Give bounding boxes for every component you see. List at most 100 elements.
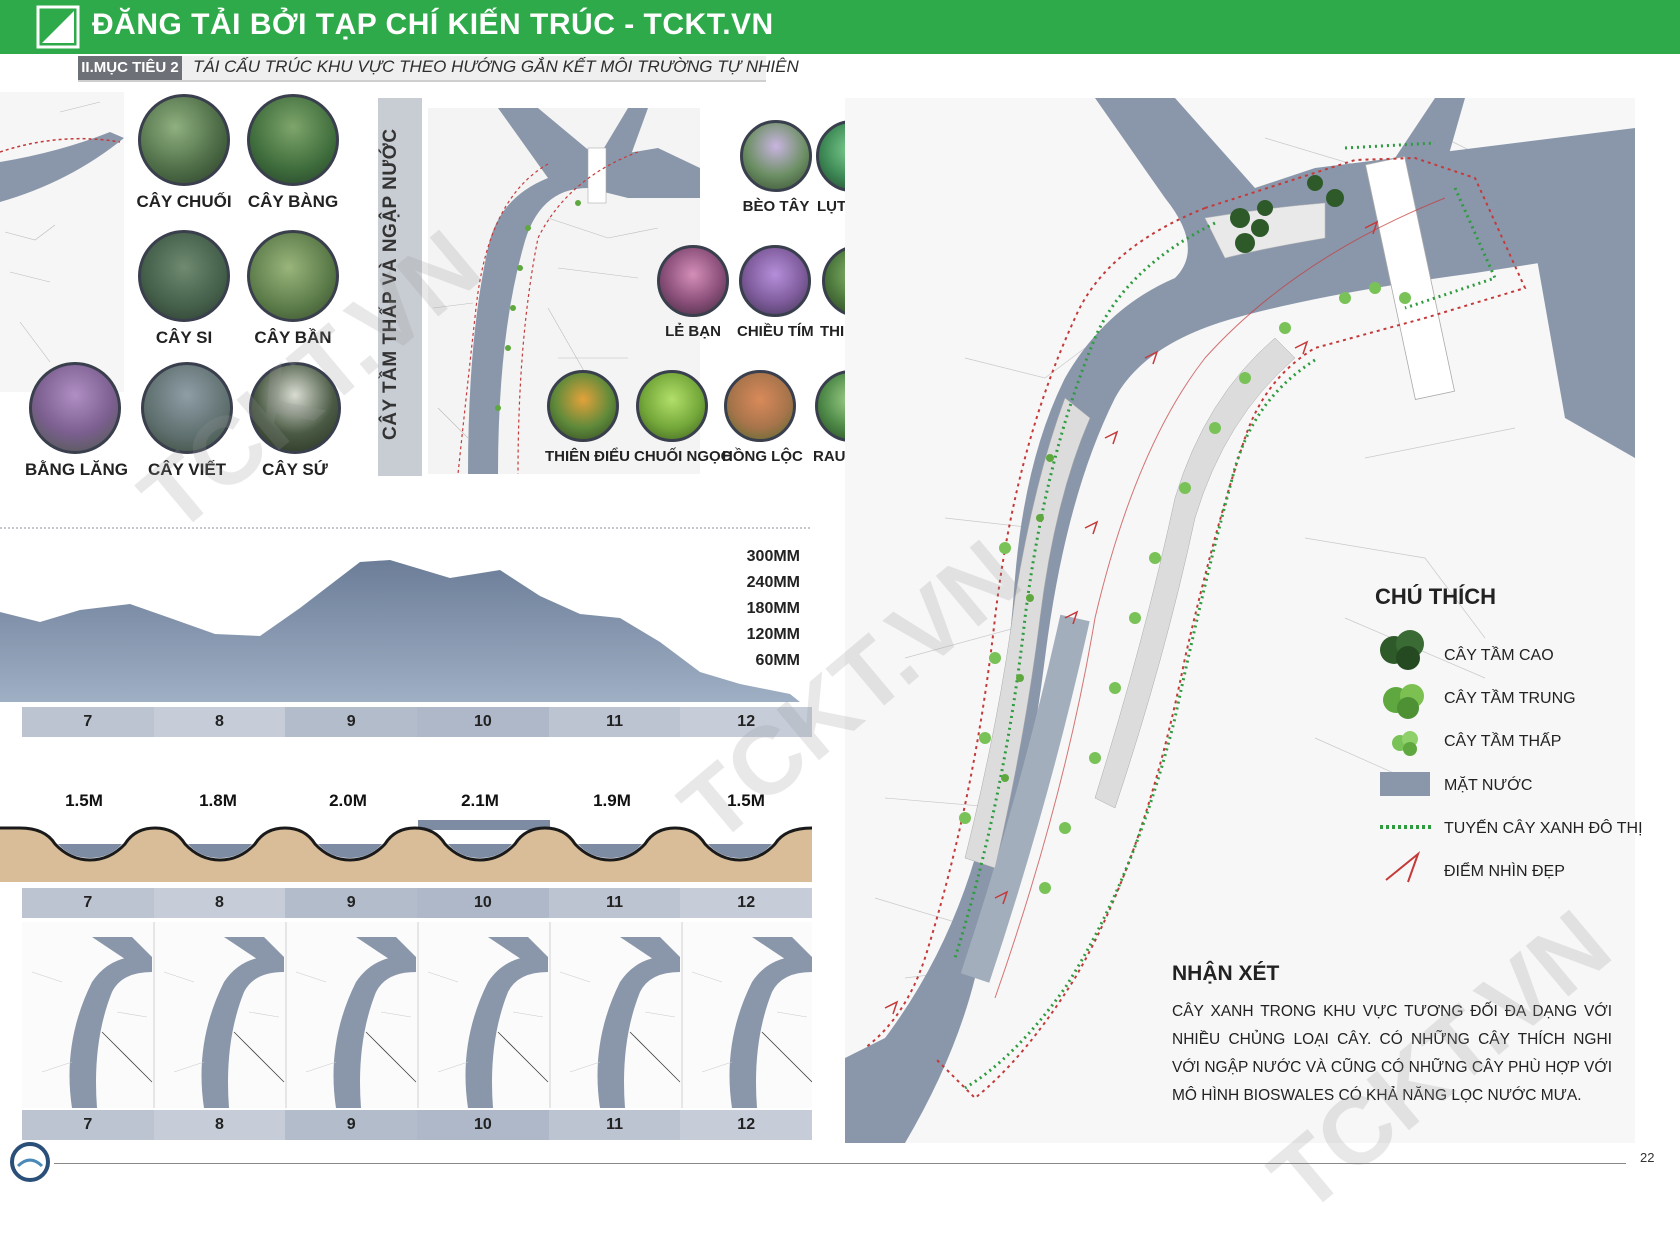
rainfall-scale-label: 120MM bbox=[746, 626, 800, 643]
remarks-body: CÂY XANH TRONG KHU VỰC TƯƠNG ĐỐI ĐA DẠNG… bbox=[1172, 1003, 1612, 1104]
low-plants-banner bbox=[378, 98, 422, 476]
plant-label: BẰNG LĂNG bbox=[25, 460, 128, 479]
rainfall-scale-label: 180MM bbox=[746, 600, 800, 617]
legend-label: ĐIỂM NHÌN ĐẸP bbox=[1444, 863, 1565, 880]
water-level-section bbox=[0, 820, 812, 882]
month-bar: 7 8 9 10 11 12 bbox=[22, 888, 813, 918]
month-label: 7 bbox=[22, 1110, 154, 1140]
plant-label: CÂY SI bbox=[155, 328, 213, 347]
monthly-flood-maps bbox=[22, 922, 812, 1108]
water-swatch bbox=[1380, 772, 1430, 796]
month-label: 10 bbox=[417, 1110, 549, 1140]
legend-label: TUYẾN CÂY XANH ĐÔ THỊ bbox=[1444, 820, 1643, 837]
plant-card: CÂY SỨ bbox=[245, 362, 345, 480]
legend-title: CHÚ THÍCH bbox=[1375, 584, 1496, 609]
plant-card: CÂY BÀNG bbox=[243, 94, 343, 212]
tall-tree-icon bbox=[1380, 630, 1424, 670]
rainfall-scale-label: 240MM bbox=[746, 574, 800, 591]
month-label: 7 bbox=[22, 888, 154, 918]
water-level-value: 2.0M bbox=[329, 791, 367, 810]
header-title: ĐĂNG TẢI BỞI TẠP CHÍ KIẾN TRÚC - TCKT.VN bbox=[92, 8, 774, 41]
month-label: 11 bbox=[548, 707, 681, 737]
legend-label: CÂY TẦM THẤP bbox=[1444, 733, 1562, 750]
plant-photo bbox=[141, 362, 233, 454]
month-label: 9 bbox=[285, 707, 418, 737]
section-tag: II.MỤC TIÊU 2 bbox=[78, 56, 182, 80]
month-label: 10 bbox=[417, 888, 549, 918]
green-dotted-line bbox=[1380, 825, 1432, 829]
plant-label: BÈO TÂY bbox=[742, 198, 810, 215]
footer-rule bbox=[54, 1163, 1626, 1164]
month-label: 12 bbox=[680, 1110, 813, 1140]
plant-label: LẺ BẠN bbox=[665, 323, 721, 340]
month-label: 11 bbox=[548, 1110, 681, 1140]
plant-photo bbox=[547, 370, 619, 442]
month-label: 12 bbox=[680, 888, 813, 918]
month-bar: 7 8 9 10 11 12 bbox=[22, 1110, 813, 1140]
plant-photo bbox=[247, 94, 339, 186]
plant-label: CÂY CHUỐI bbox=[136, 192, 232, 211]
rainfall-profile bbox=[0, 527, 812, 702]
plant-card: BÈO TÂY bbox=[738, 120, 814, 215]
plant-card: CÂY BẦN bbox=[243, 230, 343, 348]
plant-label: CÂY VIẾT bbox=[147, 460, 227, 479]
plant-photo bbox=[739, 245, 811, 317]
section-subheader: II.MỤC TIÊU 2 TÁI CẤU TRÚC KHU VỰC THEO … bbox=[78, 56, 799, 82]
plant-card: BẰNG LĂNG bbox=[25, 362, 128, 480]
logo-icon bbox=[36, 5, 80, 49]
plant-label: CÂY BẦN bbox=[254, 328, 332, 347]
plant-label: CHIỀU TÍM bbox=[737, 323, 814, 340]
month-label: 7 bbox=[22, 707, 154, 737]
footer-logo-icon bbox=[10, 1142, 50, 1182]
river-map-large bbox=[845, 98, 1635, 1143]
water-level-value: 1.9M bbox=[593, 791, 631, 810]
header-bar: ĐĂNG TẢI BỞI TẠP CHÍ KIẾN TRÚC - TCKT.VN bbox=[0, 0, 1680, 54]
plant-card: CHUỐI NGỌC bbox=[634, 370, 732, 465]
month-label: 12 bbox=[680, 707, 813, 737]
legend-label: CÂY TẦM TRUNG bbox=[1444, 690, 1576, 707]
month-label: 8 bbox=[153, 707, 286, 737]
viewpoint-icon bbox=[1385, 850, 1421, 883]
month-label: 8 bbox=[153, 888, 286, 918]
medium-tree-icon bbox=[1383, 684, 1424, 719]
remarks-title: NHẬN XÉT bbox=[1172, 962, 1280, 985]
water-level-value: 1.8M bbox=[199, 791, 237, 810]
legend-label: CÂY TẦM CAO bbox=[1444, 647, 1554, 664]
legend-label: MẶT NƯỚC bbox=[1444, 777, 1533, 794]
plant-card: CÂY SI bbox=[134, 230, 234, 348]
plant-label: HỒNG LỘC bbox=[722, 448, 803, 465]
plant-label: CHUỐI NGỌC bbox=[634, 448, 732, 465]
plant-photo bbox=[657, 245, 729, 317]
plant-card: LẺ BẠN bbox=[655, 245, 731, 340]
plant-photo bbox=[247, 230, 339, 322]
month-label: 9 bbox=[285, 1110, 418, 1140]
month-label: 8 bbox=[153, 1110, 286, 1140]
section-title: TÁI CẤU TRÚC KHU VỰC THEO HƯỚNG GẮN KẾT … bbox=[193, 57, 799, 76]
plant-photo bbox=[138, 94, 230, 186]
water-level-value: 1.5M bbox=[65, 791, 103, 810]
plant-photo bbox=[138, 230, 230, 322]
plant-card: CHIỀU TÍM bbox=[737, 245, 814, 340]
plant-photo bbox=[636, 370, 708, 442]
plant-card: HỒNG LỘC bbox=[722, 370, 803, 465]
low-tree-icon bbox=[1392, 731, 1418, 756]
plant-label: CÂY BÀNG bbox=[247, 192, 339, 211]
water-level-value: 1.5M bbox=[727, 791, 765, 810]
plant-label: THIÊN ĐIỂU bbox=[545, 448, 631, 465]
plant-card: CÂY VIẾT bbox=[137, 362, 237, 480]
plant-card: CÂY CHUỐI bbox=[134, 94, 234, 212]
rainfall-scale-label: 300MM bbox=[746, 548, 800, 565]
plant-photo bbox=[724, 370, 796, 442]
page-number: 22 bbox=[1640, 1150, 1655, 1165]
plant-photo bbox=[249, 362, 341, 454]
month-label: 11 bbox=[548, 888, 681, 918]
month-label: 9 bbox=[285, 888, 418, 918]
rainfall-scale-label: 60MM bbox=[755, 652, 800, 669]
plant-label: CÂY SỨ bbox=[262, 460, 328, 479]
month-label: 10 bbox=[417, 707, 549, 737]
plant-card: THIÊN ĐIỂU bbox=[545, 370, 631, 465]
plant-photo bbox=[29, 362, 121, 454]
plant-photo bbox=[740, 120, 812, 192]
mini-map bbox=[31, 937, 153, 1108]
map-fragment-left bbox=[0, 92, 124, 392]
